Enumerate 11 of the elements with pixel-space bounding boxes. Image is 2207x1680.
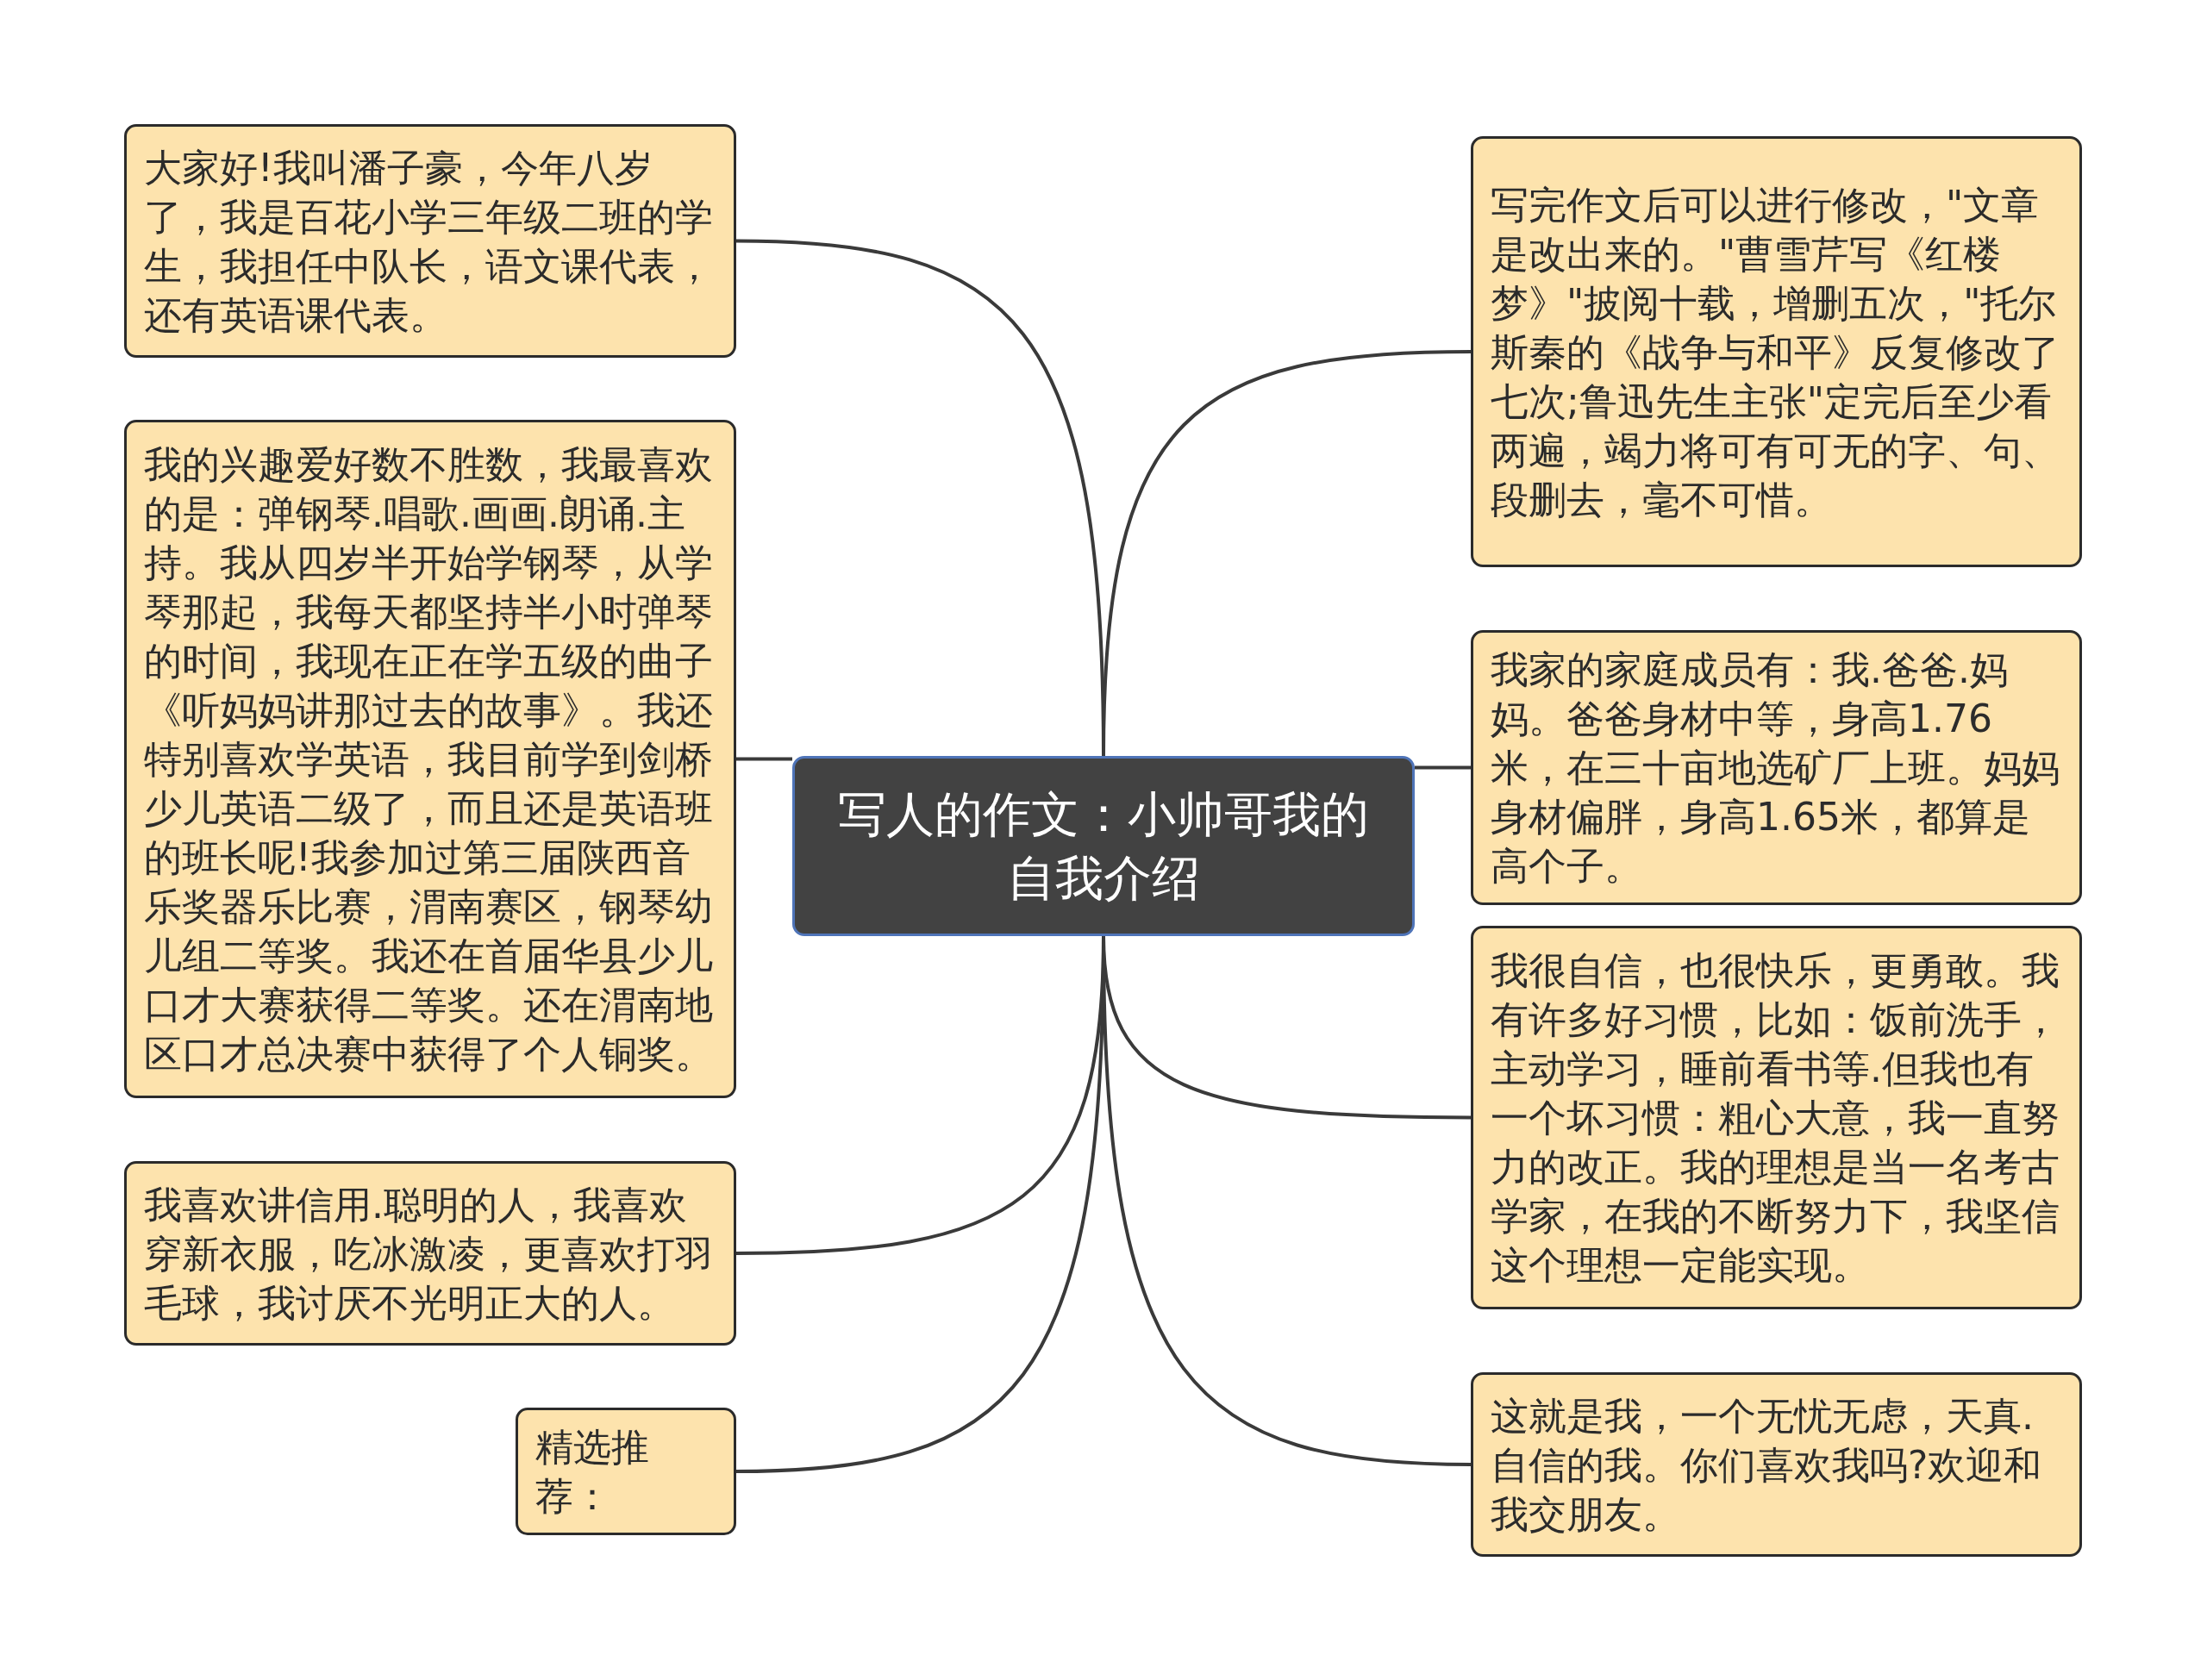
text-box: 写完作文后可以进行修改，"文章是改出来的。"曹雪芹写《红楼梦》"披阅十载，增删五次，"托尔斯秦的《战争与和平》反复修改了七次;鲁迅先生主张"定完后至少看两遍，竭力将可有可无的字、句、段删去，毫不可惜。 [1471,136,2082,567]
text-box: 精选推荐： [516,1408,736,1535]
text-box: 大家好!我叫潘子豪，今年八岁了，我是百花小学三年级二班的学生，我担任中队长，语文课代表，还有英语课代表。 [124,124,736,358]
connector-line [736,757,792,761]
topic-box: 写人的作文：小帅哥我的自我介绍 [792,756,1415,936]
text-box: 我家的家庭成员有：我.爸爸.妈妈。爸爸身材中等，身高1.76米，在三十亩地选矿厂上班。妈妈身材偏胖，身高1.65米，都算是高个子。 [1471,630,2082,905]
text-box: 这就是我，一个无忧无虑，天真.自信的我。你们喜欢我吗?欢迎和我交朋友。 [1471,1372,2082,1557]
connector-line [1415,765,1471,770]
text-box: 我的兴趣爱好数不胜数，我最喜欢的是：弹钢琴.唱歌.画画.朗诵.主持。我从四岁半开始学钢琴，从学琴那起，我每天都坚持半小时弹琴的时间，我现在正在学五级的曲子《听妈妈讲那过去的故事》。我还特别喜欢学英语，我目前学到剑桥少儿英语二级了，而且还是英语班的班长呢!我参加过第三届陕西音乐奖器乐比赛，渭南赛区，钢琴幼儿组二等奖。我还在首届华县少儿口才大赛获得二等奖。还在渭南地区口才总决赛中获得了个人铜奖。 [124,420,736,1098]
text-box: 我很自信，也很快乐，更勇敢。我有许多好习惯，比如：饭前洗手，主动学习，睡前看书等.但我也有一个坏习惯：粗心大意，我一直努力的改正。我的理想是当一名考古学家，在我的不断努力下，我坚信这个理想一定能实现。 [1471,926,2082,1309]
text-box: 我喜欢讲信用.聪明的人，我喜欢穿新衣服，吃冰激凌，更喜欢打羽毛球，我讨厌不光明正大的人。 [124,1161,736,1346]
